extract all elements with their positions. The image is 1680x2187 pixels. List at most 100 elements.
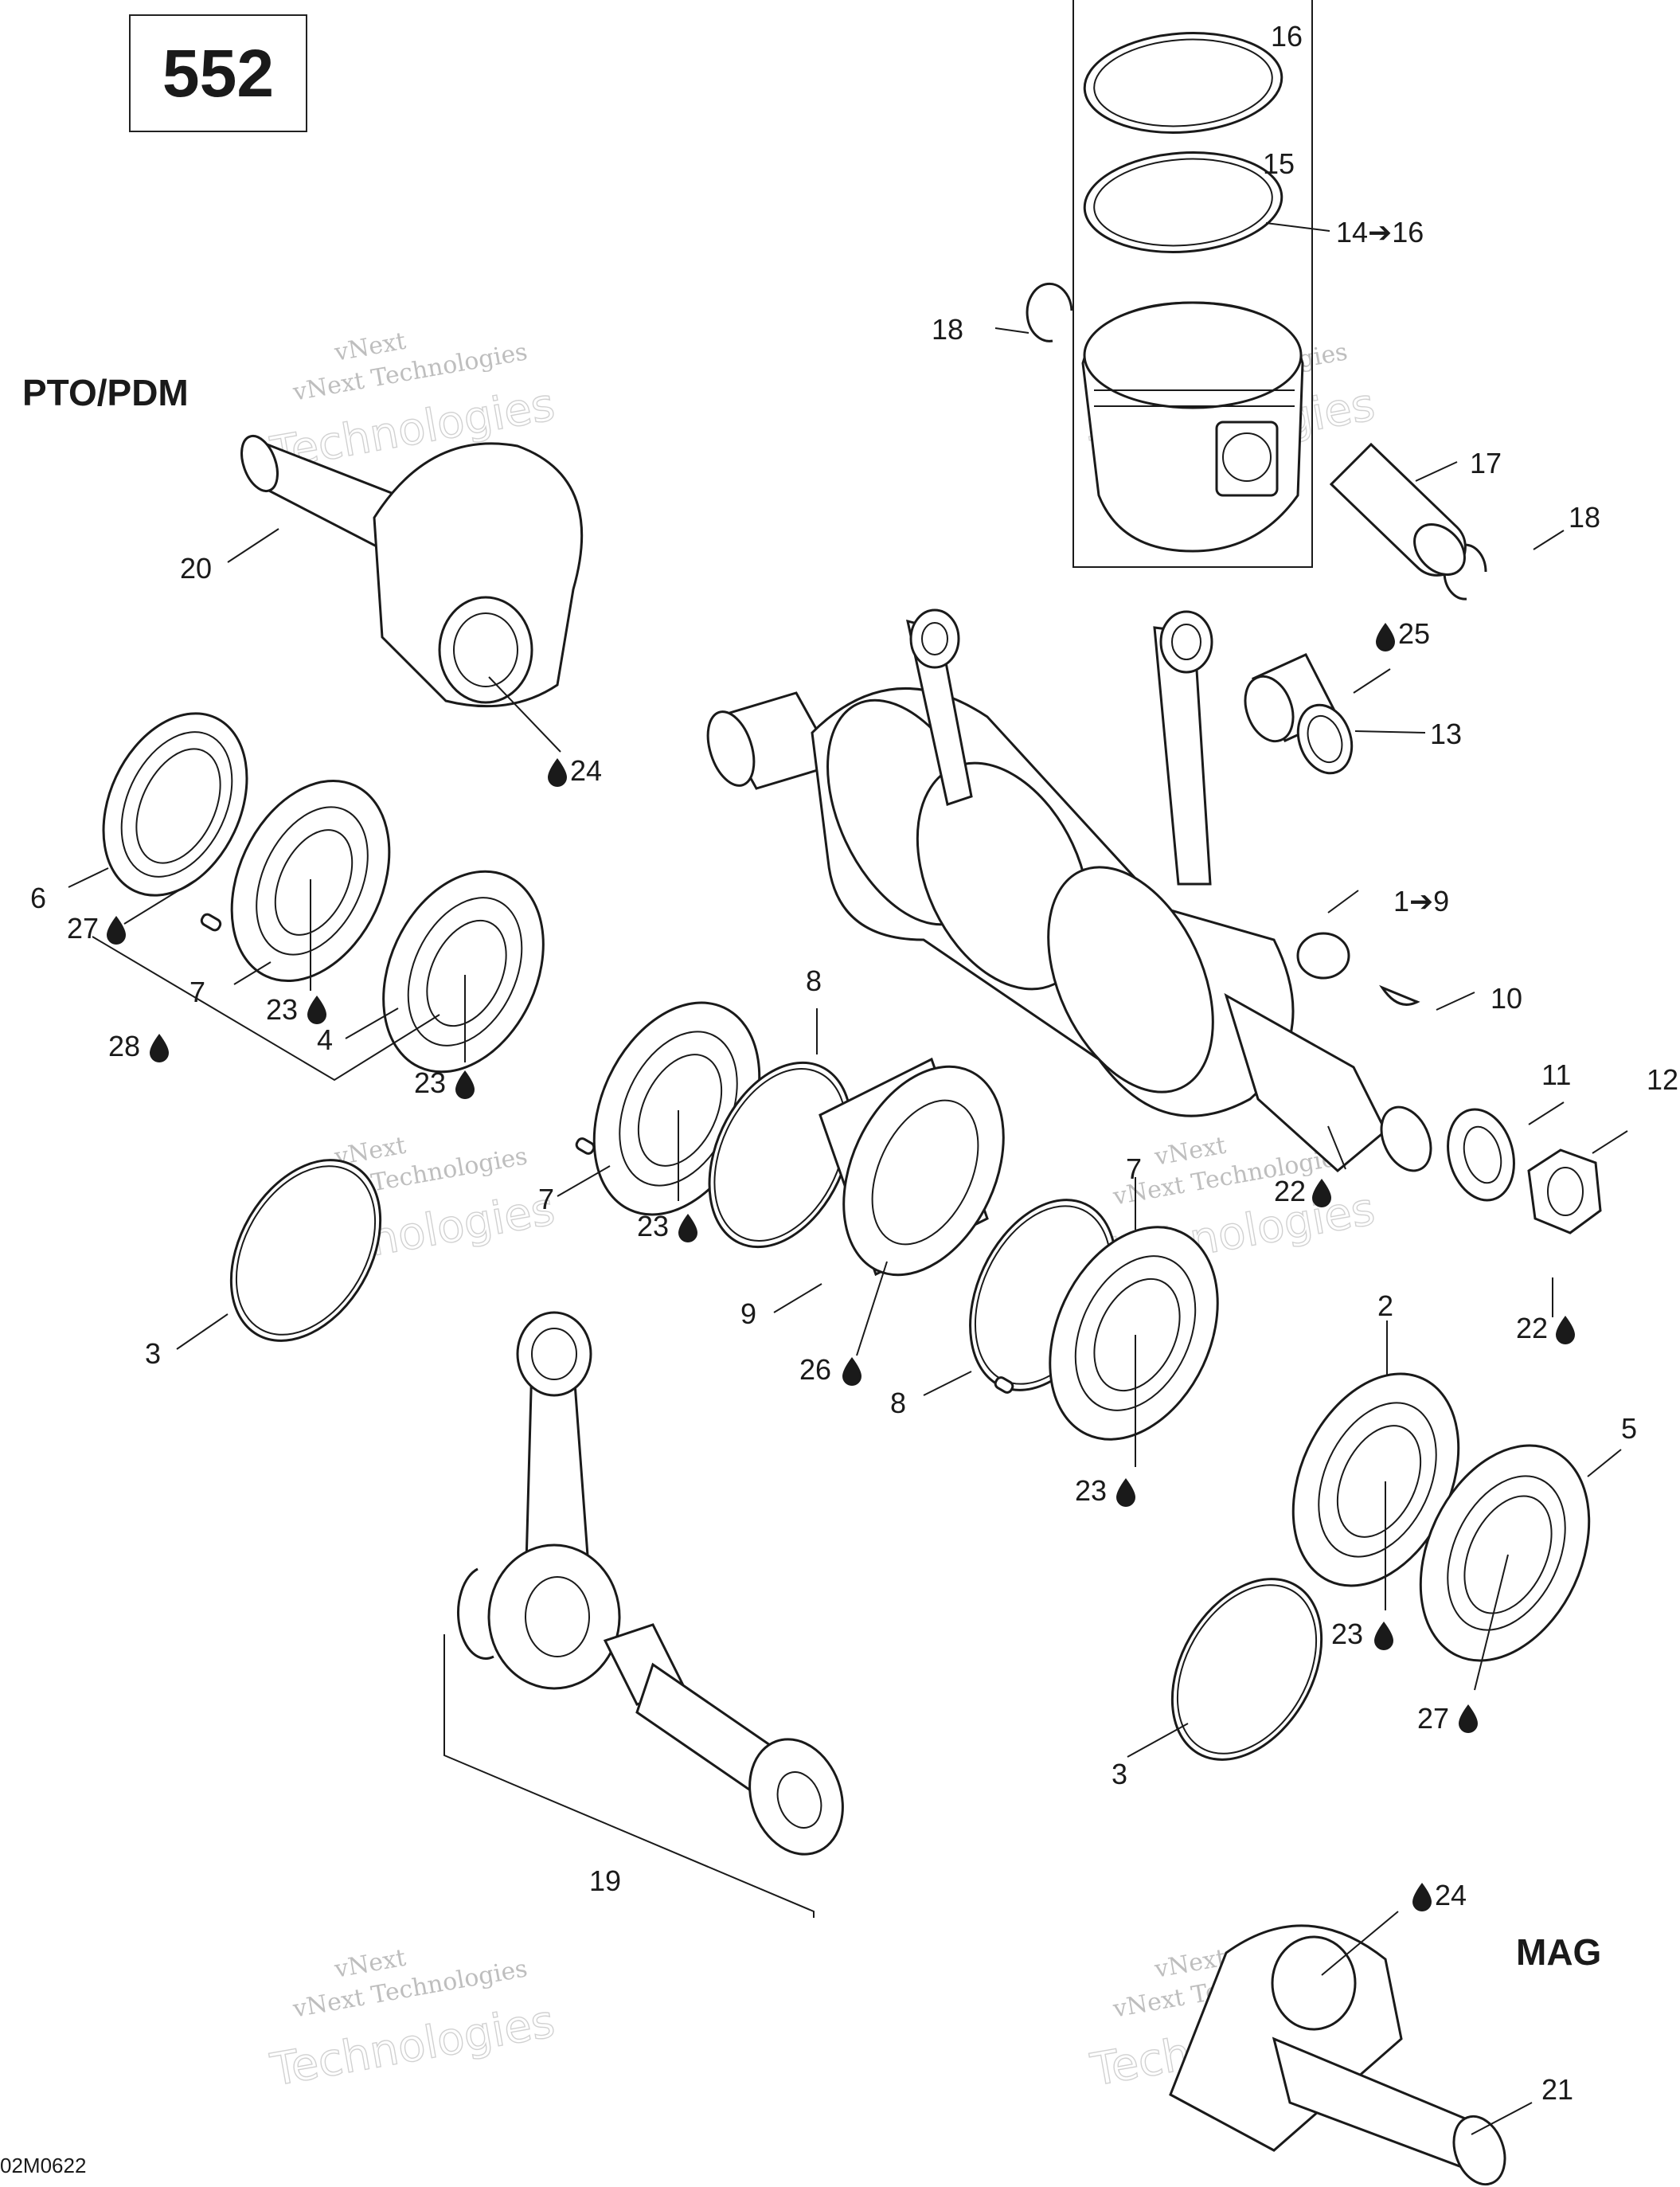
piston-ring-top [1083,32,1283,134]
callout-8-bottom: 8 [890,1387,906,1419]
rod-small-end-left [909,608,960,669]
callout-28: 28 [108,1030,169,1062]
dowel-pin [200,913,222,932]
crank-pin-flange [748,1738,844,1856]
bracket-19 [443,1634,815,1918]
crankshaft-mag-taper [1224,992,1387,1172]
svg-text:23: 23 [266,993,298,1026]
woodruff-key [1379,984,1420,1006]
piston-ring-second [1083,151,1283,253]
callout-27-left: 27 [67,912,126,945]
model-number: 552 [162,35,275,111]
circlip-left [1026,282,1073,342]
callout-23-a: 23 [266,993,326,1026]
svg-text:24: 24 [1435,1879,1467,1911]
needle-bearing [1244,653,1354,775]
labyrinth-sleeve [819,1057,1005,1277]
piston-pin [1329,442,1467,577]
callout-22-a: 22 [1274,1175,1331,1207]
rod-small-end-right [1159,610,1213,674]
lubricant-drop-icon [1412,1883,1432,1911]
callout-19: 19 [589,1864,621,1897]
piston-crown [1083,301,1303,409]
mag-thread-end [1380,1105,1432,1172]
piston-kit [1072,0,1313,568]
ball-bearing-4 [382,870,545,1074]
callout-23-e: 23 [1331,1618,1393,1650]
svg-text:26: 26 [799,1353,831,1386]
dowel-pin [575,1137,596,1155]
svg-text:25: 25 [1398,617,1430,650]
callout-23-b: 23 [414,1066,475,1099]
thrust-washer-rod [457,1567,494,1660]
callout-18-right: 18 [1569,501,1600,534]
piston-kit-frame [1072,0,1313,568]
callout-10: 10 [1491,982,1522,1015]
lubricant-drop-icon [548,758,567,787]
callout-6: 6 [30,882,46,914]
lubricant-drop-icon [307,996,326,1024]
callout-7-left: 7 [189,976,205,1008]
model-number-box: 552 [129,14,307,132]
crank-web-mag [1047,866,1214,1094]
lubricant-drop-icon [842,1357,861,1386]
piston-pin-boss [1215,421,1279,497]
hex-nut [1527,1148,1602,1234]
callout-17: 17 [1470,447,1502,479]
callout-16: 16 [1271,20,1303,53]
rod-small-end [516,1311,592,1397]
rod-big-end [487,1543,621,1690]
oil-seal-mag [1419,1444,1591,1662]
callout-21: 21 [1541,2073,1573,2106]
svg-text:28: 28 [108,1030,140,1062]
callout-13: 13 [1430,718,1462,750]
callout-8-top: 8 [806,964,822,997]
lubricant-drop-icon [1556,1316,1575,1344]
crankshaft-assembly [706,608,1432,1172]
lubricant-drop-icon [1312,1179,1331,1207]
svg-text:22: 22 [1274,1175,1306,1207]
mag-side-label: MAG [1516,1931,1602,1973]
o-ring-left [229,1159,382,1342]
callout-23-d: 23 [1075,1474,1135,1507]
o-ring-right [1170,1578,1323,1761]
pto-side-label: PTO/PDM [22,372,189,413]
crank-pin-hole [1296,932,1350,980]
retaining-ring-8a [708,1061,853,1249]
callout-7-center-left: 7 [538,1183,554,1215]
leader-lines [68,222,1628,2135]
oil-seal-pto [102,712,248,897]
lubricant-drop-icon [1459,1704,1478,1733]
svg-text:24: 24 [570,754,602,787]
lubricant-drop-icon [1376,623,1395,651]
callout-27-right: 27 [1417,1702,1478,1735]
lock-washer [1447,1108,1515,1202]
mag-crank-pin-hole [1271,1935,1357,2031]
lubricant-drop-icon [678,1214,697,1242]
svg-text:27: 27 [67,912,99,945]
callout-7-center-top: 7 [1126,1152,1142,1185]
bracket-28 [92,936,440,1082]
callout-15: 15 [1263,147,1295,180]
ball-bearing-center-right [1049,1226,1219,1441]
svg-text:23: 23 [637,1210,669,1242]
callout-3-left: 3 [145,1337,161,1370]
callout-26: 26 [799,1353,861,1386]
callout-12: 12 [1647,1063,1678,1096]
lubricant-drop-icon [455,1070,475,1099]
callout-1-9: 1➔9 [1393,885,1449,917]
callout-labels: 16 15 14➔16 18 17 18 25 13 20 24 6 27 7 [30,20,1678,2106]
callout-23-c: 23 [637,1210,697,1242]
callout-22-b: 22 [1516,1312,1575,1344]
svg-text:23: 23 [1331,1618,1363,1650]
connecting-rod-kit [443,1311,844,1918]
pto-end-crank [240,434,584,708]
drawing-code: 02M0622 [0,2154,87,2177]
callout-14-16: 14➔16 [1336,216,1424,248]
callout-2: 2 [1377,1289,1393,1322]
lubricant-drop-icon [1374,1622,1393,1650]
svg-text:23: 23 [414,1066,446,1099]
svg-text:22: 22 [1516,1312,1548,1344]
